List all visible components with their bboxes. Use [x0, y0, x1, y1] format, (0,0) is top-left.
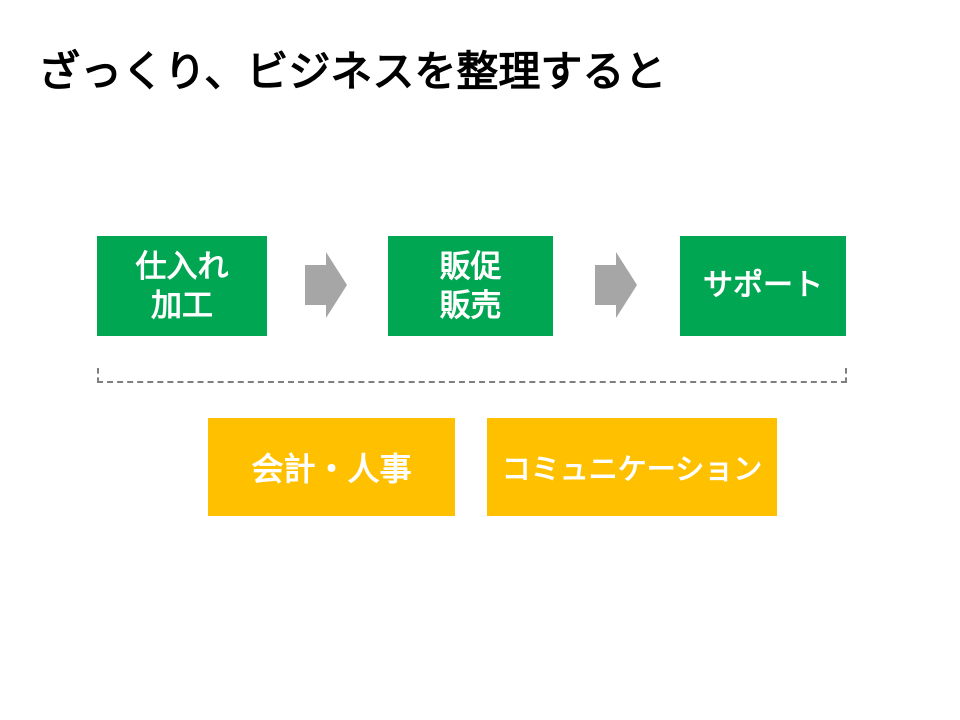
process-box-label-line: 加工: [151, 288, 213, 323]
process-box-promotion-sales: 販促 販売: [388, 236, 553, 336]
support-box-accounting-hr: 会計・人事: [208, 418, 455, 516]
process-box-support: サポート: [680, 236, 846, 336]
process-box-label-line: サポート: [703, 269, 823, 303]
slide-title: ざっくり、ビジネスを整理すると: [38, 48, 667, 95]
right-arrow-icon: [305, 252, 347, 318]
right-arrow-shape: [595, 252, 637, 318]
process-box-sourcing-processing: 仕入れ 加工: [97, 236, 267, 336]
support-box-label: コミュニケーション: [501, 454, 763, 486]
process-box-label-line: 販促: [439, 248, 502, 284]
support-box-label: 会計・人事: [251, 451, 412, 487]
right-arrow-shape: [305, 252, 347, 318]
right-arrow-icon: [595, 252, 637, 318]
process-box-label-line: 販売: [439, 288, 502, 323]
bracket-dashed-line: [97, 368, 847, 383]
support-box-communication: コミュニケーション: [487, 418, 777, 516]
process-box-label-line: 仕入れ: [135, 248, 229, 284]
